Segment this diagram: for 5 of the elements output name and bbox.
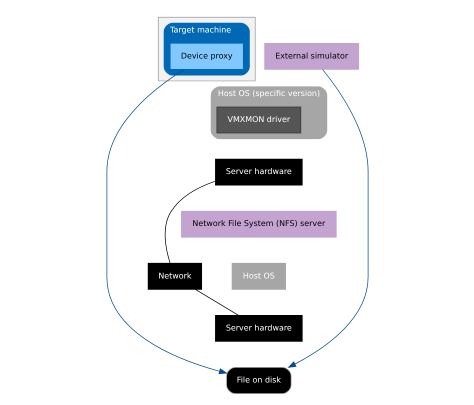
connector bbox=[194, 289, 238, 316]
arrow bbox=[286, 69, 368, 368]
arrow bbox=[106, 69, 228, 374]
cluster bbox=[157, 16, 256, 82]
connector bbox=[164, 180, 216, 264]
